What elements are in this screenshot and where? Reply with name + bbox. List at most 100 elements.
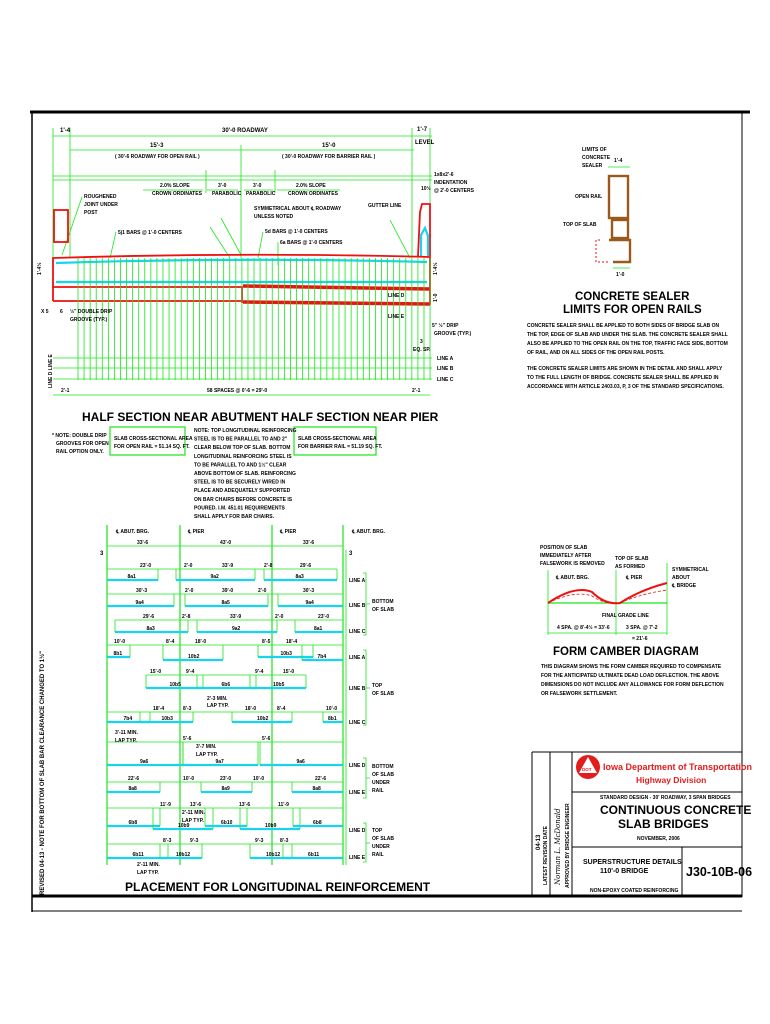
roadway-dim: 30'-0 ROADWAY (222, 128, 268, 134)
as-formed-1: TOP OF SLAB (615, 556, 649, 562)
bar-length-dim: 9'-4 (255, 669, 264, 675)
lap-3a: 3'-7 MIN. (196, 744, 217, 750)
camber-curve (547, 582, 668, 605)
bar-length-dim: 2'-0 (185, 588, 194, 594)
rebar-mark: 8b1 (114, 651, 123, 657)
slope-right: 2.0% SLOPE (296, 183, 326, 189)
sealer-para1-2: THE TOP, EDGE OF SLAB AND UNDER THE SLAB… (527, 332, 728, 338)
rebar-mark: 9a6 (140, 759, 149, 765)
symmetrical-1: SYMMETRICAL ABOUT ℄ ROADWAY (254, 205, 342, 212)
rebar-mark: 10b5 (273, 682, 285, 688)
group-top-rail-2: OF SLAB (372, 836, 394, 842)
rebar-mark: 8b1 (328, 716, 337, 722)
rebar-mark: 10b2 (188, 654, 200, 660)
rebar-mark: 10b9 (265, 823, 277, 829)
group-bottom-2: OF SLAB (372, 607, 394, 613)
lap-2a: 3'-11 MIN. (115, 730, 138, 736)
line-label: LINE C (349, 629, 366, 635)
drawing-date: NOVEMBER, 2006 (637, 836, 680, 842)
group-top-2: OF SLAB (372, 691, 394, 697)
as-formed-2: AS FORMED (615, 564, 645, 570)
bottom-width: 1'-0 (616, 272, 625, 278)
top-reinforcing-note: NOTE: TOP LONGITUDINAL REINFORCINGSTEEL … (194, 428, 297, 520)
roughened-2: JOINT UNDER (84, 202, 118, 208)
spa-right-2: = 21'-6 (632, 636, 648, 642)
slope-left: 2.0% SLOPE (160, 183, 190, 189)
rebar-mark: 9a4 (306, 600, 315, 606)
camber-title: FORM CAMBER DIAGRAM (553, 646, 699, 658)
line-a-label: LINE A (437, 356, 454, 362)
sealer-title-1: CONCRETE SEALER (575, 291, 690, 303)
barrier-rail-area-1: SLAB CROSS-SECTIONAL AREA (298, 436, 377, 442)
parabolic-right: 3'-0 (253, 183, 262, 189)
sealer-para1-1: CONCRETE SEALER SHALL BE APPLIED TO BOTH… (527, 323, 720, 329)
line-d-label: LINE D (388, 293, 405, 299)
parabolic-left: 3'-0 (218, 183, 227, 189)
line-b-label: LINE B (437, 366, 454, 372)
depth-left: 1'-4½ (36, 262, 43, 275)
bar-length-dim: 2'-8 (264, 563, 273, 569)
rebar-mark: 6b10 (221, 820, 233, 826)
limits-3: SEALER (582, 163, 603, 169)
drip-note-2: GROOVES FOR OPEN (56, 441, 109, 447)
bar-length-dim: 33'-9 (222, 563, 233, 569)
bar-length-dim: 10'-0 (114, 639, 125, 645)
rebar-mark: 8a1 (128, 574, 137, 580)
sealer-title-2: LIMITS FOR OPEN RAILS (563, 304, 702, 316)
indentation-1: 1x8x2'-6 (434, 172, 454, 178)
limits-2: CONCRETE (582, 155, 611, 161)
iowa-dot-logo: DOT (576, 755, 600, 779)
logo-letters: DOT (582, 767, 592, 772)
drip-1: 5" ½" DRIP (432, 322, 459, 329)
half-right-dim: 15'-0 (322, 143, 336, 149)
rebar-mark: 10b12 (266, 852, 280, 858)
spaces-dim: 58 SPACES @ 0'-6 = 29'-0 (207, 388, 267, 394)
position-3: FALSEWORK IS REMOVED (540, 561, 605, 567)
bar-length-dim: 29'-6 (143, 614, 154, 620)
revision-date: 04-13 (536, 834, 542, 850)
group-top-1: TOP (372, 683, 383, 689)
engineer-signature: Norman L. McDonald (554, 808, 562, 886)
main-title-2: SLAB BRIDGES (618, 817, 709, 831)
top-note-line: SHALL APPLY FOR BAR CHAIRS. (194, 514, 275, 520)
bar-length-dim: 23'-0 (140, 563, 151, 569)
bar-length-dim: 18'-4 (286, 639, 297, 645)
top-note-line: LONGITUDINAL REINFORCING STEEL IS (194, 454, 292, 460)
barrier-rail-area-2: FOR BARRIER RAIL = 51.19 SQ. FT. (298, 444, 383, 450)
rebar-mark: 7b4 (124, 716, 133, 722)
bar-length-dim: 2'-0 (258, 588, 267, 594)
rebar-mark: 10b3 (162, 716, 174, 722)
ten-half: 10½ (421, 185, 431, 192)
bar-length-dim: 8'-5 (262, 639, 271, 645)
bar-length-dim: 2'-8 (182, 614, 191, 620)
bars-d: 5d BARS @ 1'-0 CENTERS (265, 229, 328, 235)
rebar-mark: 10b3 (281, 651, 293, 657)
standard-design: STANDARD DESIGN - 30' ROADWAY, 3 SPAN BR… (600, 795, 731, 801)
bar-length-dim: 15'-0 (283, 669, 294, 675)
drip-note-1: * NOTE: DOUBLE DRIP (52, 433, 107, 439)
bar-length-dim: 18'-0 (245, 706, 256, 712)
rebar-mark: 7b4 (318, 654, 327, 660)
top-of-slab-label: TOP OF SLAB (563, 222, 597, 228)
bar-length-dim: 13'-6 (239, 802, 250, 808)
spa-right-1: 3 SPA. @ 7'-2 (626, 625, 658, 631)
bar-length-dim: 10'-0 (183, 776, 194, 782)
half-section-notes: HALF SECTION NEAR ABUTMENT HALF SECTION … (52, 410, 439, 520)
lap-1b: LAP TYP. (207, 703, 229, 709)
rebar-mark: 8a9 (222, 786, 231, 792)
bar-length-dim: 8'-3 (163, 838, 172, 844)
lap-4b: LAP TYP. (182, 818, 204, 824)
sealer-para1-4: OF RAIL, AND ON ALL SIDES OF THE OPEN RA… (527, 350, 665, 356)
cross-section: 1'-4 30'-0 ROADWAY 1'-7 LEVEL 15'-3 15'-… (36, 127, 475, 396)
line-label: LINE D (349, 828, 366, 834)
rebar-mark: 10b9 (178, 823, 190, 829)
transverse-bars (77, 258, 431, 380)
span-2: 43'-0 (220, 540, 231, 546)
final-grade-line: FINAL GRADE LINE (602, 613, 650, 619)
slope-left-sub: CROWN ORDINATES (152, 191, 203, 197)
eq-sp-1: 3 (420, 339, 423, 345)
indentation-2: INDENTATION (434, 180, 468, 186)
pier-title: HALF SECTION NEAR PIER (281, 410, 439, 424)
drip-note-3: RAIL OPTION ONLY. (56, 449, 104, 455)
bar-length-dim: 18'-0 (195, 639, 206, 645)
